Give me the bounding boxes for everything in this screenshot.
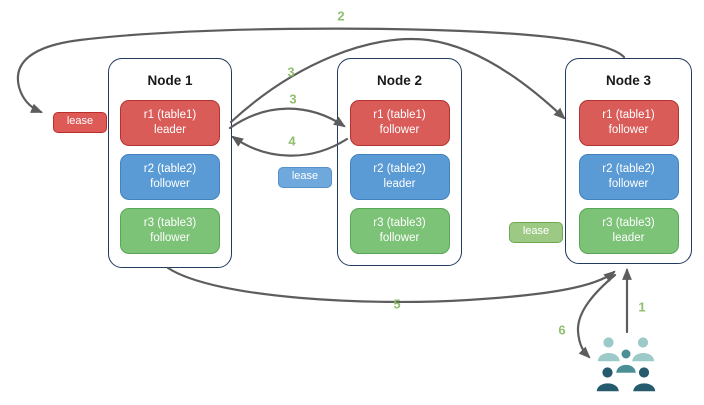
replica-role: follower [150, 178, 190, 190]
replica-name: r3 (table3) [373, 217, 426, 230]
replica-name: r3 (table3) [602, 217, 655, 230]
node-1-replica-r2: r2 (table2) follower [120, 154, 220, 200]
replica-name: r2 (table2) [143, 163, 197, 176]
replica-name: r1 (table1) [373, 109, 426, 122]
node-2-replica-r1: r1 (table1) follower [349, 100, 450, 146]
replica-role: leader [612, 232, 645, 244]
lease-badge-table1: lease [53, 112, 107, 133]
replica-role: follower [608, 178, 649, 190]
node-1-replica-r1: r1 (table1) leader [120, 100, 220, 146]
user-head [636, 336, 650, 350]
node-3-replica-r2: r2 (table2) follower [578, 154, 679, 200]
node-2: Node 2 r1 (table1) follower r2 (table2) … [337, 58, 462, 266]
lease-badge-table2: lease [278, 167, 332, 188]
node-1-replica-r3: r3 (table3) follower [120, 208, 220, 254]
arrow-5-path [166, 266, 616, 304]
replica-role: leader [383, 178, 416, 190]
replica-name: r1 (table1) [143, 109, 197, 122]
replica-role: follower [608, 124, 649, 136]
node-2-title: Node 2 [376, 73, 422, 88]
node-3-title: Node 3 [605, 73, 651, 88]
node-2-replica-r2: r2 (table2) leader [349, 154, 450, 200]
node-1: Node 1 r1 (table1) leader r2 (table2) fo… [108, 58, 232, 268]
step-label-3a: 3 [287, 64, 295, 80]
users-group-icon [595, 336, 657, 393]
node-2-replica-r3: r3 (table3) follower [349, 208, 450, 254]
node-3: Node 3 r1 (table1) follower r2 (table2) … [565, 58, 692, 264]
node-3-replica-r3: r3 (table3) leader [578, 208, 679, 254]
arrow-3b-path [228, 107, 346, 130]
user-head [620, 348, 632, 360]
step-label-5: 5 [393, 296, 401, 312]
user-body [631, 381, 657, 393]
step-label-2: 2 [337, 8, 345, 24]
step-label-6: 6 [558, 322, 566, 338]
step-label-3b: 3 [289, 91, 297, 107]
replica-name: r2 (table2) [373, 163, 426, 176]
user-body [596, 351, 622, 363]
replica-role: leader [154, 124, 186, 136]
node-1-title: Node 1 [147, 73, 193, 88]
user-body [630, 351, 656, 363]
arrow-6-path [576, 273, 617, 359]
replica-role: follower [379, 232, 420, 244]
replica-name: r1 (table1) [602, 109, 655, 122]
replica-role: follower [379, 124, 420, 136]
user-body [595, 381, 621, 393]
replica-name: r3 (table3) [143, 217, 197, 230]
replica-role: follower [150, 232, 190, 244]
user-body [614, 363, 638, 375]
lease-badge-table3: lease [509, 222, 563, 243]
step-label-1: 1 [638, 299, 646, 315]
replica-name: r2 (table2) [602, 163, 655, 176]
user-head [601, 366, 615, 380]
user-head [602, 336, 616, 350]
node-3-replica-r1: r1 (table1) follower [578, 100, 679, 146]
step-label-4: 4 [288, 133, 296, 149]
user-head [637, 366, 651, 380]
